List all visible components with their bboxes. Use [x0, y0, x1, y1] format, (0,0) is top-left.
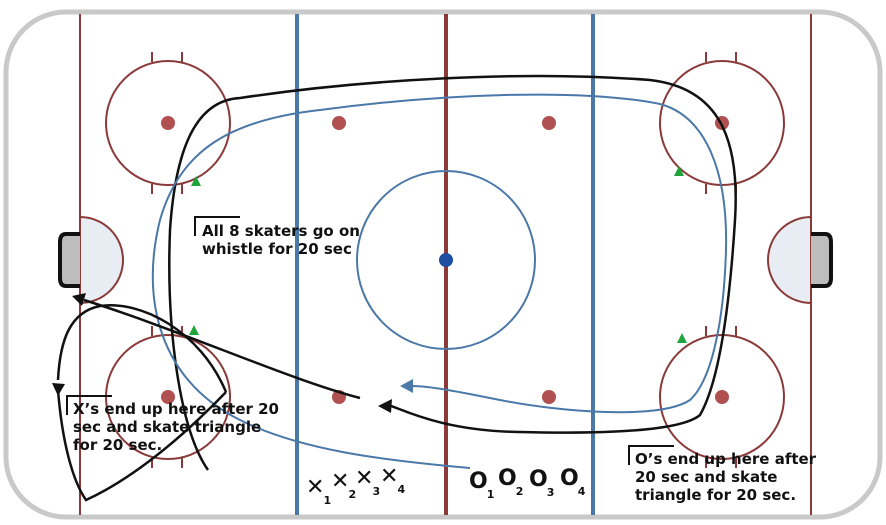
cone-top-left — [191, 176, 201, 186]
o-player-symbol: O — [498, 466, 517, 491]
x-triangle-arrowhead — [52, 383, 65, 396]
note-x-end-line-2: sec and skate triangle — [73, 418, 262, 436]
note-x-end-line-1: X’s end up here after 20 — [73, 400, 279, 418]
o-player-number: 2 — [515, 485, 524, 498]
o-player-number: 3 — [546, 486, 555, 499]
x-player-symbol: ✕ — [380, 464, 399, 489]
x-player-4: ✕4 — [380, 464, 405, 497]
o-player-2: O2 — [498, 466, 523, 499]
neutral-dot-bottom-right — [542, 390, 556, 404]
o-player-4: O4 — [560, 466, 585, 499]
exit-path-arrowhead — [72, 293, 86, 306]
o-path-arrowhead — [400, 379, 413, 393]
neutral-dot-top-left — [332, 116, 346, 130]
neutral-dot-top-right — [542, 116, 556, 130]
faceoff-circle-bottom-left — [105, 326, 231, 468]
center-faceoff-dot — [439, 253, 453, 267]
note-o-end-line-1: O’s end up here after — [635, 450, 817, 468]
x-path-arrowhead — [378, 399, 392, 413]
x-player-symbol: ✕ — [306, 475, 325, 500]
center-circle — [356, 170, 536, 350]
o-player-number: 4 — [577, 485, 586, 498]
right-goal-crease — [767, 215, 812, 305]
x-player-symbol: ✕ — [331, 469, 350, 494]
x-triangle-path — [56, 304, 228, 502]
note-all-skaters: All 8 skaters go on whistle for 20 sec — [202, 222, 360, 258]
exit-path — [83, 298, 361, 400]
o-skating-path — [151, 93, 728, 469]
cone-bottom-left — [189, 325, 199, 335]
o-player-symbol: O — [529, 467, 548, 492]
note-all-skaters-line-1: All 8 skaters go on — [202, 222, 360, 240]
x-player-1: ✕1 — [306, 475, 331, 508]
o-player-symbol: O — [560, 466, 579, 491]
note-o-end-line-3: triangle for 20 sec. — [635, 486, 797, 504]
x-player-3: ✕3 — [355, 466, 380, 499]
note-x-end-line-3: for 20 sec. — [73, 436, 163, 454]
left-goal-net — [58, 232, 80, 288]
note-bracket-x-end — [66, 395, 112, 415]
x-player-2: ✕2 — [331, 469, 356, 502]
x-player-symbol: ✕ — [355, 466, 374, 491]
note-bracket-o-end — [628, 445, 674, 465]
note-o-end-line-2: 20 sec and skate — [635, 468, 778, 486]
note-bracket-all-skaters — [194, 216, 240, 236]
right-goal-net — [811, 232, 833, 288]
note-all-skaters-line-2: whistle for 20 sec — [202, 240, 352, 258]
x-skating-path — [168, 74, 737, 471]
o-player-1: O1 — [469, 469, 494, 502]
faceoff-circle-top-left — [105, 52, 231, 194]
x-player-number: 4 — [397, 483, 406, 496]
o-player-number: 1 — [486, 488, 495, 501]
x-player-number: 2 — [348, 488, 357, 501]
note-x-end: X’s end up here after 20 sec and skate t… — [73, 400, 279, 454]
note-o-end: O’s end up here after 20 sec and skate t… — [635, 450, 816, 504]
x-player-number: 1 — [323, 494, 332, 507]
left-goal-crease — [79, 215, 124, 305]
cone-top-right — [674, 166, 684, 176]
o-player-symbol: O — [469, 469, 488, 494]
cone-bottom-right — [677, 333, 687, 343]
o-player-3: O3 — [529, 467, 554, 500]
x-player-number: 3 — [372, 485, 381, 498]
